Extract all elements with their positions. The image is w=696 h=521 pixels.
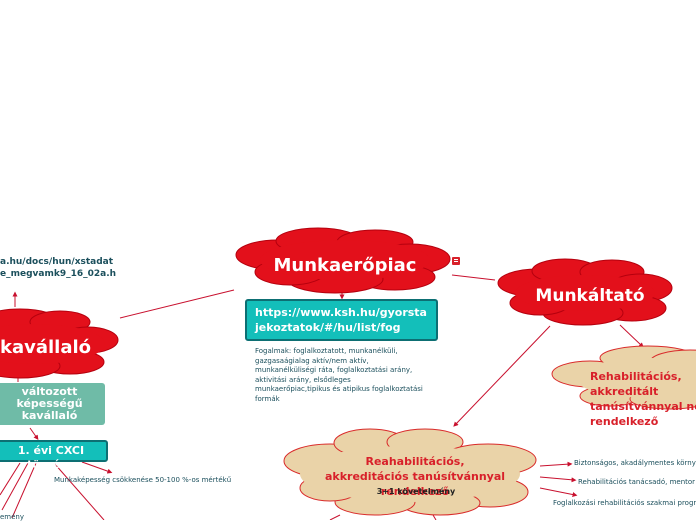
connector-central-to-munkavallalo	[119, 289, 235, 319]
ksh-link-text[interactable]: https://www.ksh.hu/gyorstajekoztatok/#/h…	[255, 306, 427, 334]
connector-law-down-2	[1, 462, 29, 511]
connector-changed-to-law	[29, 427, 39, 441]
fogalmak-note: Fogalmak: foglalkoztatott, munkanélküli,…	[255, 347, 423, 403]
rehab-item-1[interactable]: Biztonságos, akadálymentes környezet	[574, 459, 696, 467]
left-link-line2[interactable]: e_megvamk9_16_02a.h	[0, 269, 117, 279]
connector-rehab-item-1	[539, 461, 573, 467]
changed-box-line3: kavállaló	[21, 409, 78, 422]
bottom-left-fragment: emény	[0, 513, 25, 521]
connector-rehab-item-2	[539, 476, 577, 483]
central-topic-title[interactable]: Munkaerőpiac	[273, 255, 417, 276]
connector-law-down-4	[53, 462, 105, 520]
cloud-munkaeropiac[interactable]	[235, 227, 451, 294]
note-icon[interactable]	[452, 257, 460, 265]
changed-capacity-box[interactable]: változott képességű kavállaló	[0, 383, 105, 425]
cloud-munkavallalo[interactable]	[0, 308, 119, 379]
cloud-munkaltato[interactable]	[497, 258, 673, 326]
connector-rehab-item-3	[539, 487, 578, 497]
connector-rehab-down-right	[432, 514, 437, 520]
law-box[interactable]: 1. évi CXCI törvény	[0, 440, 108, 471]
changed-box-line1: változott	[21, 385, 78, 398]
rehab-nem-rendelkezo-title[interactable]: Rehabilitációs, akkreditált tanúsítvánny…	[590, 370, 696, 428]
left-link-line1[interactable]: a.hu/docs/hun/xstadat	[0, 257, 114, 267]
connector-rehab-down-left	[329, 514, 341, 520]
connector-law-to-capacity	[81, 461, 113, 474]
rehab-rendelkezo-title[interactable]: Reahabilitációs, akkreditációs tanúsítvá…	[324, 455, 506, 498]
connector-munkaltato-to-rehab-main	[453, 325, 551, 427]
connector-central-to-munkaltato	[451, 274, 496, 281]
munkavallalo-title[interactable]: kavállaló	[0, 337, 92, 358]
rehab-rendelkezo-subtitle: 3+1 követelmény	[376, 487, 456, 496]
connector-law-down-3	[11, 462, 37, 519]
rehab-item-3[interactable]: Foglalkozási rehabilitációs szakmai prog…	[553, 499, 696, 507]
connector-munkaltato-to-rehab-right	[619, 324, 644, 348]
munkaltato-title[interactable]: Munkáltató	[535, 286, 645, 306]
cloud-rehab-rendelkezo[interactable]	[283, 428, 537, 516]
connector-law-down-1	[0, 462, 21, 496]
cloud-rehab-nem-rendelkezo[interactable]	[551, 345, 696, 410]
capacity-note[interactable]: Munkaképesség csökkenése 50-100 %-os mér…	[54, 476, 232, 484]
changed-box-line2: képességű	[16, 397, 83, 410]
rehab-item-2[interactable]: Rehabilitációs tanácsadó, mentor fog	[578, 478, 696, 486]
ksh-link-box[interactable]: https://www.ksh.hu/gyorstajekoztatok/#/h…	[245, 299, 438, 341]
